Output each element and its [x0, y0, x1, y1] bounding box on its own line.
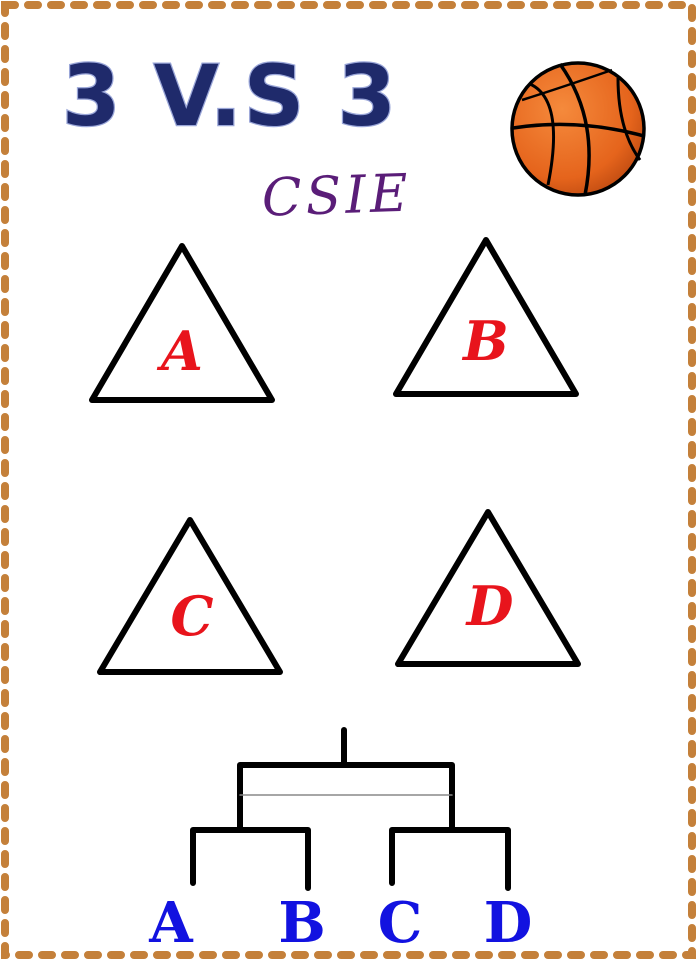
- group-d: D: [395, 509, 581, 667]
- group-c: C: [97, 517, 283, 675]
- bracket-slot-d: D: [484, 890, 533, 956]
- group-a-label: A: [156, 319, 203, 383]
- triangle-c: [97, 517, 283, 675]
- poster-subtitle: CSIE: [261, 164, 413, 229]
- triangle-b: [393, 237, 579, 397]
- group-c-label: C: [171, 584, 214, 648]
- bracket-slot-a: A: [148, 890, 194, 956]
- bracket-semifinal-right: [389, 827, 511, 891]
- group-b-label: B: [461, 309, 509, 373]
- bracket-final: [237, 762, 455, 833]
- poster-title: 3 V.S 3: [62, 47, 398, 145]
- tournament-bracket: [190, 727, 511, 891]
- triangle-d: [395, 509, 581, 667]
- group-d-label: D: [465, 574, 514, 638]
- triangle-a: [89, 243, 275, 403]
- bracket-slot-b: B: [278, 890, 325, 956]
- group-a: A: [89, 243, 275, 403]
- bracket-semifinal-left: [190, 827, 311, 891]
- bracket-slot-c: C: [378, 890, 423, 956]
- basketball-icon: [510, 61, 646, 197]
- group-b: B: [393, 237, 579, 397]
